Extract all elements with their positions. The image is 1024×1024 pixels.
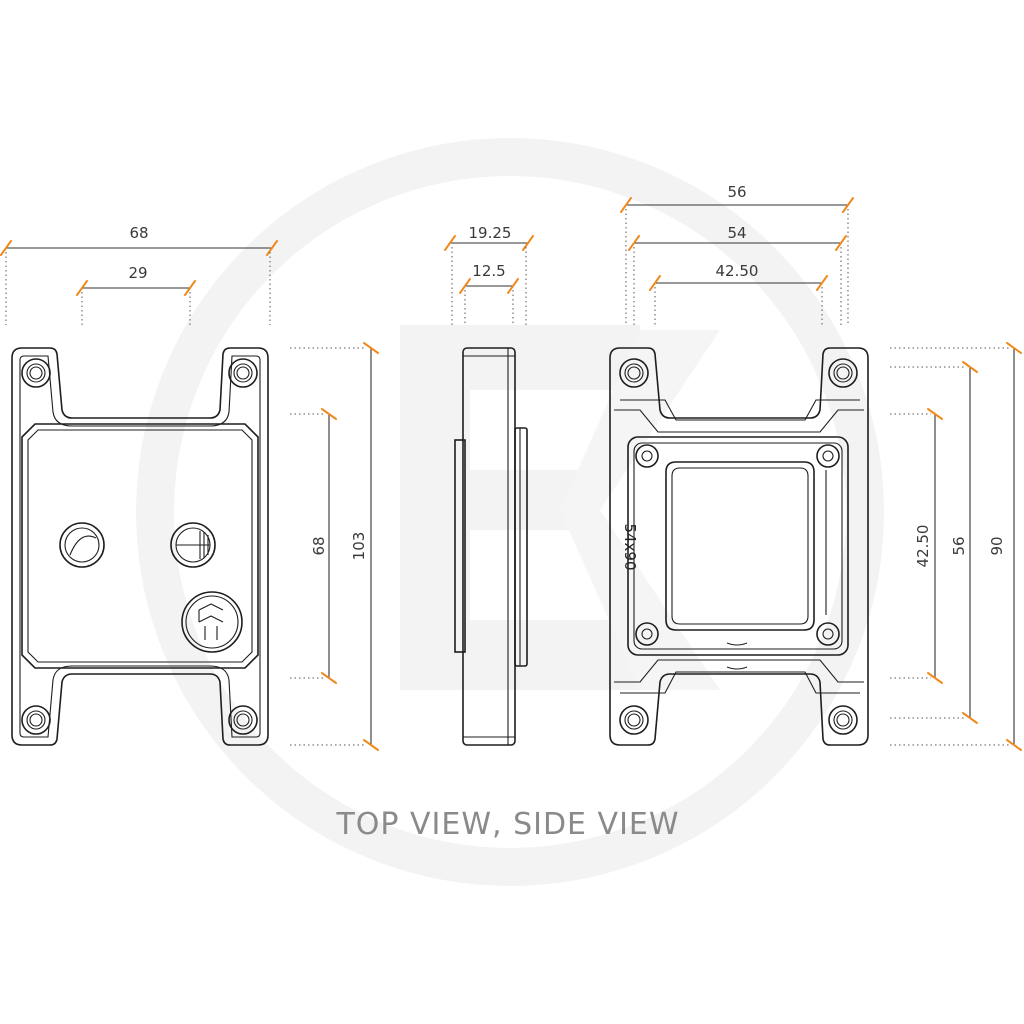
mounting-hole-bottom-left bbox=[21, 705, 51, 735]
side-width-inner-label: 12.5 bbox=[472, 262, 505, 280]
side-view-dimensions: 19.25 12.5 bbox=[444, 224, 534, 325]
top-view-dimensions: 68 29 68 103 bbox=[0, 224, 379, 751]
bottom-height-b-label: 56 bbox=[950, 536, 968, 555]
top-width-total-label: 68 bbox=[129, 224, 148, 242]
bottom-width-b-label: 54 bbox=[727, 224, 746, 242]
mounting-hole-bottom-right bbox=[828, 705, 858, 735]
bottom-height-c-label: 90 bbox=[988, 536, 1006, 555]
ek-logo-icon bbox=[181, 591, 243, 653]
bottom-width-c-label: 42.50 bbox=[716, 262, 759, 280]
top-view bbox=[11, 347, 269, 746]
mounting-hole-top-right bbox=[228, 358, 258, 388]
port-right bbox=[170, 522, 216, 568]
top-height-total-label: 103 bbox=[350, 532, 368, 561]
top-height-inner-label: 68 bbox=[310, 536, 328, 555]
mounting-hole-top-right bbox=[828, 358, 858, 388]
bottom-width-a-label: 56 bbox=[727, 183, 746, 201]
drawing-caption: TOP VIEW, SIDE VIEW bbox=[335, 807, 679, 842]
ek-logo-watermark-icon bbox=[136, 138, 884, 886]
screw-bottom-left bbox=[635, 622, 659, 646]
mounting-hole-top-left bbox=[21, 358, 51, 388]
socket-size-label: 54x90 bbox=[621, 523, 639, 570]
mounting-hole-bottom-left bbox=[619, 705, 649, 735]
bottom-height-a-label: 42.50 bbox=[914, 525, 932, 568]
side-width-total-label: 19.25 bbox=[469, 224, 512, 242]
top-width-hole-label: 29 bbox=[128, 264, 147, 282]
port-left bbox=[59, 522, 105, 568]
side-view bbox=[454, 347, 528, 746]
screw-top-left bbox=[635, 444, 659, 468]
mounting-hole-top-left bbox=[619, 358, 649, 388]
screw-bottom-right bbox=[816, 622, 840, 646]
mounting-hole-bottom-right bbox=[228, 705, 258, 735]
screw-top-right bbox=[816, 444, 840, 468]
bottom-view-dimensions: 56 54 42.50 42.50 56 90 bbox=[620, 183, 1022, 751]
bottom-view: 54x90 bbox=[609, 347, 869, 746]
